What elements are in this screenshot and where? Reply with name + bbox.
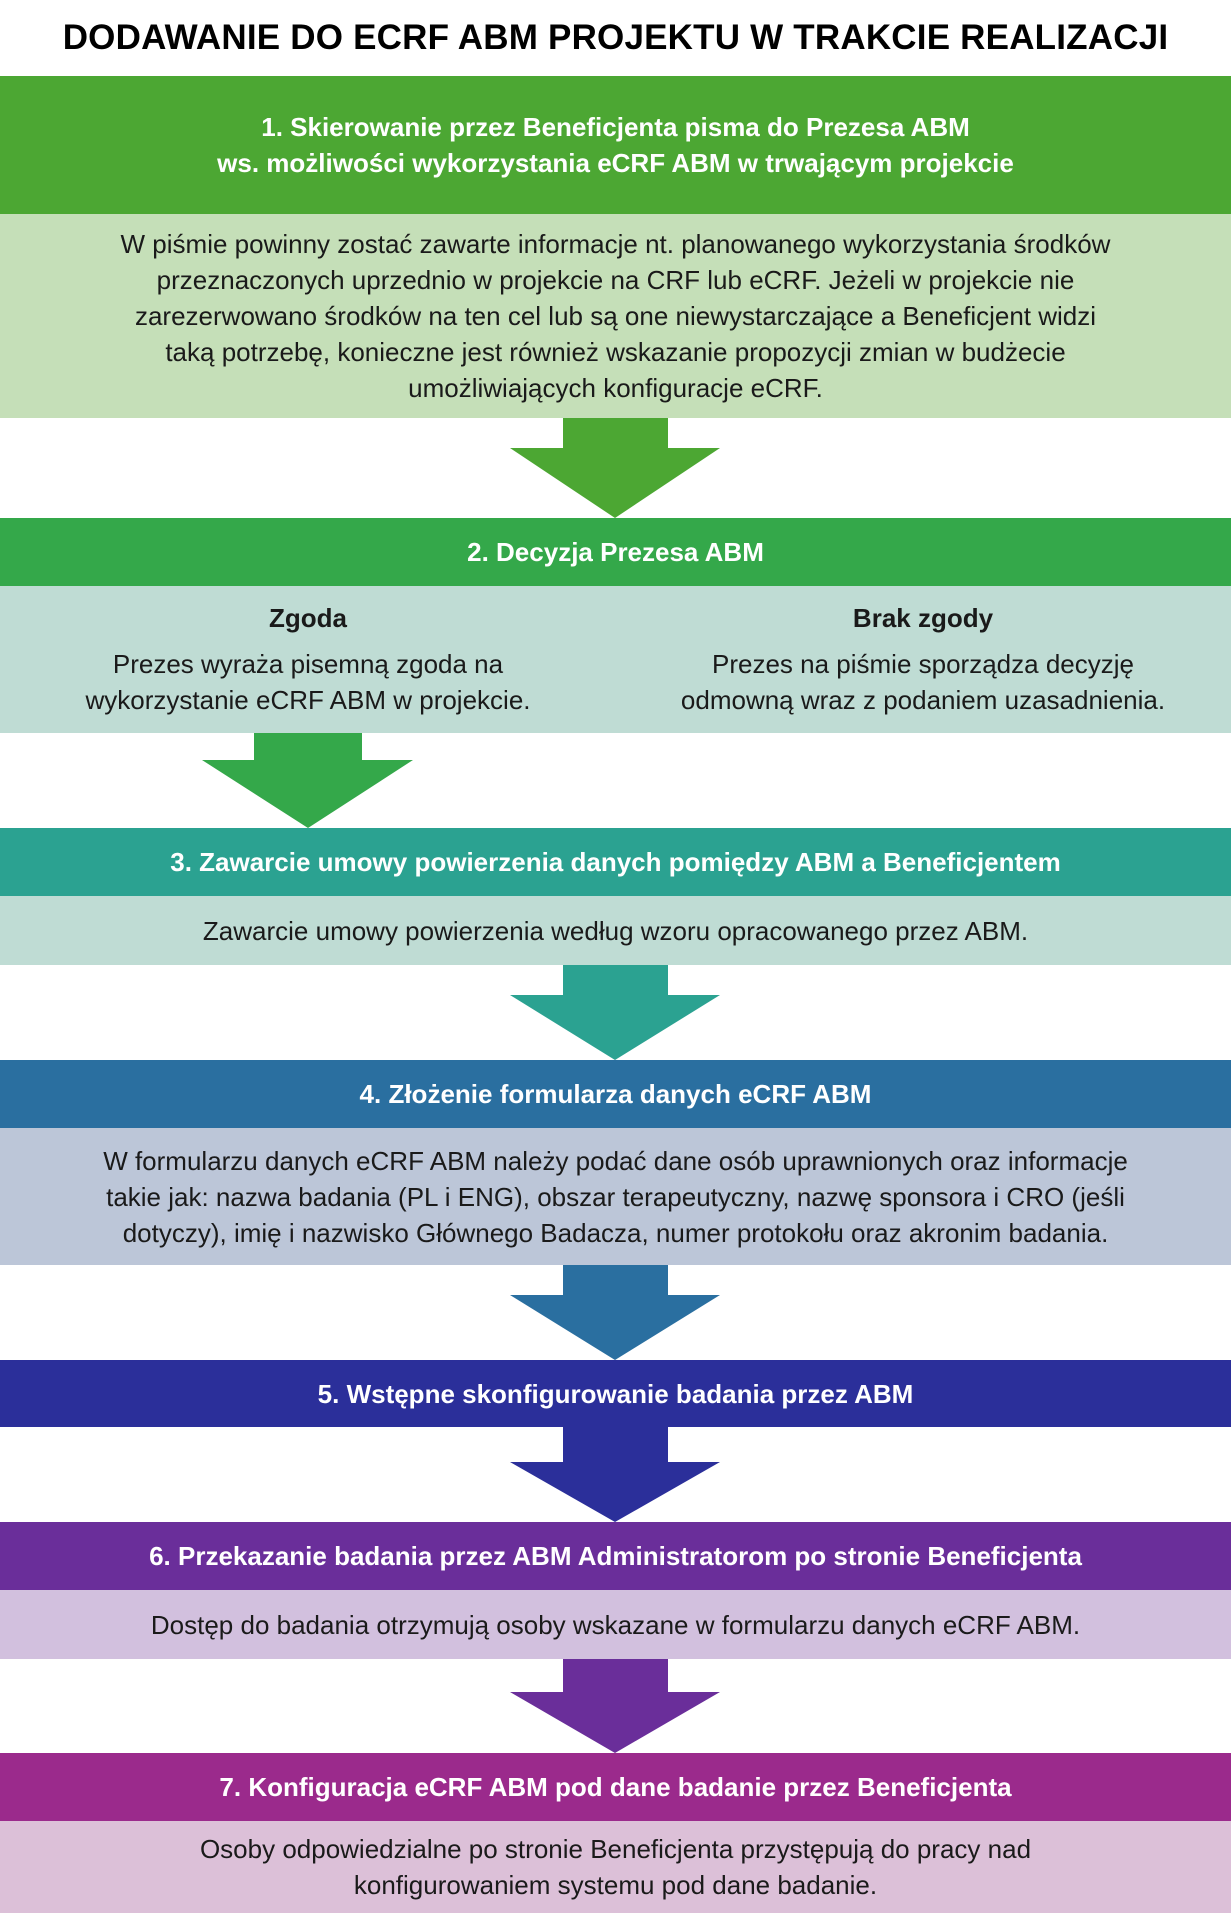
step-1-line-2: przeznaczonych uprzednio w projekcie na … — [156, 265, 1075, 295]
step-2-description — [0, 586, 1231, 733]
refusal-line-2: odmowną wraz z podaniem uzasadnienia. — [680, 685, 1166, 715]
step-5-header: 5. Wstępne skonfigurowanie badania przez… — [0, 1360, 1231, 1427]
step-4-description: W formularzu danych eCRF ABM należy poda… — [0, 1128, 1231, 1265]
consent-title: Zgoda — [269, 603, 347, 633]
step-2-header: 2. Decyzja Prezesa ABM — [0, 518, 1231, 586]
step-1-line-5: umożliwiających konfiguracje eCRF. — [408, 373, 823, 403]
step-6-header: 6. Przekazanie badania przez ABM Adminis… — [0, 1522, 1231, 1590]
step-1-title-line-2: ws. możliwości wykorzystania eCRF ABM w … — [217, 148, 1014, 178]
step-7-header: 7. Konfiguracja eCRF ABM pod dane badani… — [0, 1753, 1231, 1821]
arrow-5-to-6 — [510, 1427, 720, 1522]
step-4-line-1: W formularzu danych eCRF ABM należy poda… — [103, 1145, 1128, 1176]
diagram-title: DODAWANIE DO ECRF ABM PROJEKTU W TRAKCIE… — [62, 18, 1169, 57]
arrow-1-to-2 — [510, 418, 720, 518]
step-1-description: W piśmie powinny zostać zawarte informac… — [0, 214, 1231, 418]
refusal-line-1: Prezes na piśmie sporządza decyzję — [712, 649, 1134, 679]
refusal-title: Brak zgody — [852, 603, 994, 633]
step-1-title-line-1: 1. Skierowanie przez Beneficjenta pisma … — [261, 112, 970, 142]
step-2-option-refusal: Brak zgody Prezes na piśmie sporządza de… — [653, 600, 1193, 718]
step-4-line-2: takie jak: nazwa badania (PL i ENG), obs… — [106, 1181, 1125, 1212]
arrow-2-to-3 — [202, 733, 413, 828]
consent-line-2: wykorzystanie eCRF ABM w projekcie. — [85, 685, 531, 715]
step-1-line-4: taką potrzebę, konieczne jest również ws… — [165, 337, 1066, 367]
step-1-line-3: zarezerwowano środków na ten cel lub są … — [134, 301, 1097, 331]
step-7-line-1: Osoby odpowiedzialne po stronie Beneficj… — [199, 1834, 1032, 1864]
arrow-3-to-4 — [510, 965, 720, 1060]
arrow-6-to-7 — [510, 1659, 720, 1753]
step-3-description: Zawarcie umowy powierzenia według wzoru … — [0, 896, 1231, 965]
step-2-option-consent: Zgoda Prezes wyraża pisemną zgoda na wyk… — [38, 600, 578, 718]
consent-line-1: Prezes wyraża pisemną zgoda na — [112, 649, 504, 679]
step-4-line-3: dotyczy), imię i nazwisko Głównego Badac… — [122, 1217, 1109, 1248]
step-3-header: 3. Zawarcie umowy powierzenia danych pom… — [0, 828, 1231, 896]
arrow-4-to-5 — [510, 1265, 720, 1360]
step-1-header: 1. Skierowanie przez Beneficjenta pisma … — [0, 76, 1231, 214]
step-1-line-1: W piśmie powinny zostać zawarte informac… — [120, 229, 1111, 259]
step-7-description: Osoby odpowiedzialne po stronie Beneficj… — [0, 1821, 1231, 1913]
step-4-header: 4. Złożenie formularza danych eCRF ABM — [0, 1060, 1231, 1128]
step-7-line-2: konfigurowaniem systemu pod dane badanie… — [353, 1870, 878, 1900]
step-6-description: Dostęp do badania otrzymują osoby wskaza… — [0, 1590, 1231, 1659]
